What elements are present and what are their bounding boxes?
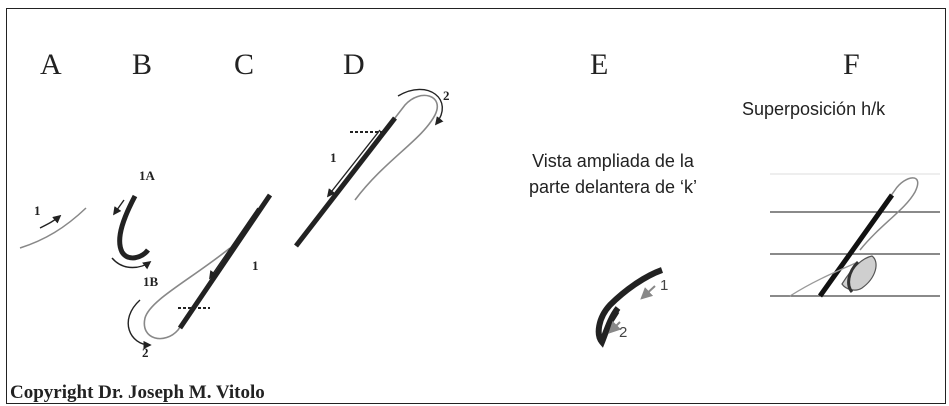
caption-e-line1: Vista ampliada de la [532,151,694,171]
step-label-b-1a: 1A [139,168,156,183]
copyright-notice: Copyright Dr. Joseph M. Vitolo [10,382,265,403]
caption-e-line2: parte delantera de ‘k’ [528,177,698,197]
panel-d-stroke: 1 2 [294,88,450,248]
step-label-e-2: 2 [619,324,627,341]
step-label-d-2: 2 [443,88,450,103]
step-label-d-1: 1 [330,150,337,165]
step-label-b-1b: 1B [143,274,159,289]
caption-f-title: Superposición h/k [742,99,886,119]
step-label-a-1: 1 [34,203,41,218]
step-label-c-2: 2 [142,345,149,360]
step-label-e-1: 1 [660,277,668,294]
step-label-c-1: 1 [252,258,259,273]
panel-a-stroke: 1 [19,203,87,249]
panel-f-overlay [770,173,940,298]
panel-label-d: D [343,48,365,81]
panel-c-stroke: 1 2 [127,193,273,360]
panel-label-a: A [40,48,62,81]
panel-label-c: C [234,48,255,81]
panel-label-b: B [132,48,153,81]
panel-label-f: F [843,48,860,81]
panel-label-e: E [590,48,609,81]
panel-b-stroke: 1A 1B [111,168,159,289]
caption-e: Vista ampliada de la parte delantera de … [498,148,728,200]
panel-e-stroke: 1 2 [595,267,668,348]
